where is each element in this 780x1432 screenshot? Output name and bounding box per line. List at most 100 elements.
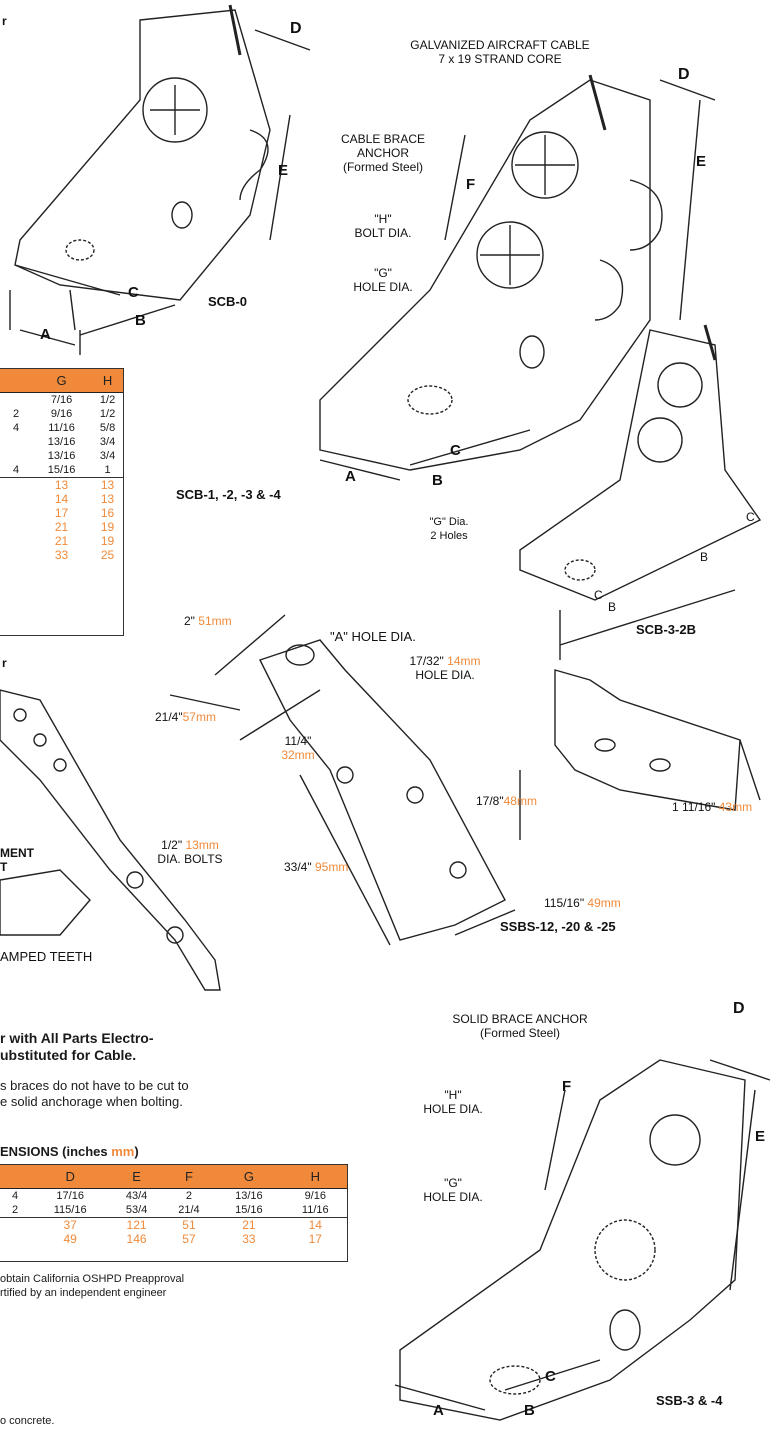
ssb-dim-c: C — [545, 1368, 556, 1385]
dim-e-label-2: E — [696, 153, 707, 170]
fifteen-sixteenths-label: 115/16" 49mm — [544, 896, 621, 910]
cable-brace-line1: CABLE BRACE — [340, 132, 426, 146]
dim-b-label-2: B — [432, 472, 443, 489]
table1-frame — [0, 368, 124, 636]
plate-dim-label: 1 11/16" 43mm — [672, 800, 753, 814]
scb-0-drawing — [9, 4, 311, 355]
bottom-note: o concrete. — [0, 1415, 55, 1427]
table2-th-e: E — [110, 1164, 163, 1189]
a-hole-label: "A" HOLE DIA. — [330, 629, 416, 644]
galvanized-cable-label: GALVANIZED AIRCRAFT CABLE 7 x 19 STRAND … — [360, 38, 640, 66]
dia-bolts-text: DIA. BOLTS — [157, 852, 223, 866]
scb-0-caption: SCB-0 — [208, 294, 248, 309]
one-quarter-label: 11/4" 32mm — [281, 734, 315, 762]
attachment-label: MENT T — [0, 846, 34, 874]
hole-dia-text: HOLE DIA. — [415, 668, 475, 682]
galvanized-line1: GALVANIZED AIRCRAFT CABLE — [410, 38, 590, 52]
dim-c-label: C — [128, 284, 139, 301]
footnote-line1: obtain California OSHPD Preapproval — [0, 1273, 185, 1285]
scb32b-dim-c: C — [746, 510, 755, 524]
table2-th-f: F — [162, 1164, 216, 1189]
h-bolt-line2: BOLT DIA. — [354, 226, 412, 240]
left-bracket-drawing — [0, 689, 221, 991]
heading-line1: r with All Parts Electro- — [0, 1030, 154, 1046]
g-dia-label: "G" Dia. 2 Holes — [414, 515, 484, 543]
scb-1-4-drawing — [319, 74, 716, 481]
half-inch-bolts-label: 1/2" 13mm DIA. BOLTS — [140, 838, 240, 866]
scb-3-2b-drawing — [519, 324, 762, 660]
g-hole-line1: "G" — [374, 266, 392, 280]
solid-brace-label: SOLID BRACE ANCHOR (Formed Steel) — [400, 1012, 640, 1040]
dim-a-label-2: A — [345, 468, 356, 485]
scb32b-dim-b: B — [700, 550, 709, 564]
paragraph-line1: s braces do not have to be cut to — [0, 1078, 189, 1093]
stamped-teeth-label: AMPED TEETH — [0, 949, 93, 964]
solid-brace-line1: SOLID BRACE ANCHOR — [452, 1012, 588, 1026]
solid-formed-line2: (Formed Steel) — [479, 1026, 561, 1040]
footnote-line2: rtified by an independent engineer — [0, 1287, 167, 1299]
two-quarter-label: 21/4"57mm — [155, 710, 216, 724]
g-hole-label-2: "G" HOLE DIA. — [423, 1176, 483, 1204]
three-three-quarter-label: 33/4" 95mm — [284, 860, 349, 874]
h-hole-label: "H" HOLE DIA. — [423, 1088, 483, 1116]
dim-d-label: D — [290, 20, 302, 37]
dimensions-title: ENSIONS (inches mm) — [0, 1144, 139, 1159]
ssb-dim-e: E — [755, 1128, 766, 1145]
table1-th-h: H — [91, 368, 124, 393]
table2-th-h: H — [282, 1164, 348, 1189]
section-heading: r with All Parts Electro- ubstituted for… — [0, 1030, 154, 1064]
seven-eighths-label: 17/8"48mm — [476, 794, 537, 808]
table2-th-g: G — [215, 1164, 283, 1189]
cable-brace-anchor-label: CABLE BRACE ANCHOR (Formed Steel) — [318, 132, 448, 174]
h-bolt-label: "H" BOLT DIA. — [318, 212, 448, 240]
dim-c-label-2: C — [450, 442, 461, 459]
section-paragraph: s braces do not have to be cut to e soli… — [0, 1078, 189, 1110]
ssbs-drawing — [169, 614, 521, 946]
table1-th-g: G — [32, 368, 92, 393]
heading-line2: ubstituted for Cable. — [0, 1047, 137, 1063]
two-inch-label: 2" 51mm — [184, 614, 232, 628]
scb32b-dim-b2: B — [608, 600, 617, 614]
strand-line2: 7 x 19 STRAND CORE — [438, 52, 562, 66]
g-hole-label: "G" HOLE DIA. — [318, 266, 448, 294]
table2-th-d: D — [30, 1164, 111, 1189]
top-left-fragment: r — [2, 14, 7, 28]
two-holes-line2: 2 Holes — [430, 530, 468, 542]
footnote: obtain California OSHPD Preapproval rtif… — [0, 1272, 184, 1300]
ssb-dim-b: B — [524, 1402, 535, 1419]
formed-steel-line3: (Formed Steel) — [342, 160, 424, 174]
ssbs-caption: SSBS-12, -20 & -25 — [500, 919, 616, 934]
ssb-dim-f: F — [562, 1078, 572, 1095]
dim-e-label: E — [278, 162, 289, 179]
plate-drawing — [554, 669, 761, 811]
scb-3-2b-caption: SCB-3-2B — [636, 622, 696, 637]
ssb-caption: SSB-3 & -4 — [656, 1393, 723, 1408]
dim-f-label: F — [466, 176, 476, 193]
dim-b-label: B — [135, 312, 146, 329]
ssb-drawing — [394, 1059, 771, 1421]
ssb-dim-d: D — [733, 1000, 745, 1017]
ssb-dim-a: A — [433, 1402, 444, 1419]
h-bolt-line1: "H" — [374, 212, 392, 226]
scb32b-dim-c2: C — [594, 588, 603, 602]
dim-d-label-2: D — [678, 66, 690, 83]
g-hole-line2: HOLE DIA. — [353, 280, 413, 294]
hole-17-32-label: 17/32" 14mm HOLE DIA. — [390, 654, 500, 682]
